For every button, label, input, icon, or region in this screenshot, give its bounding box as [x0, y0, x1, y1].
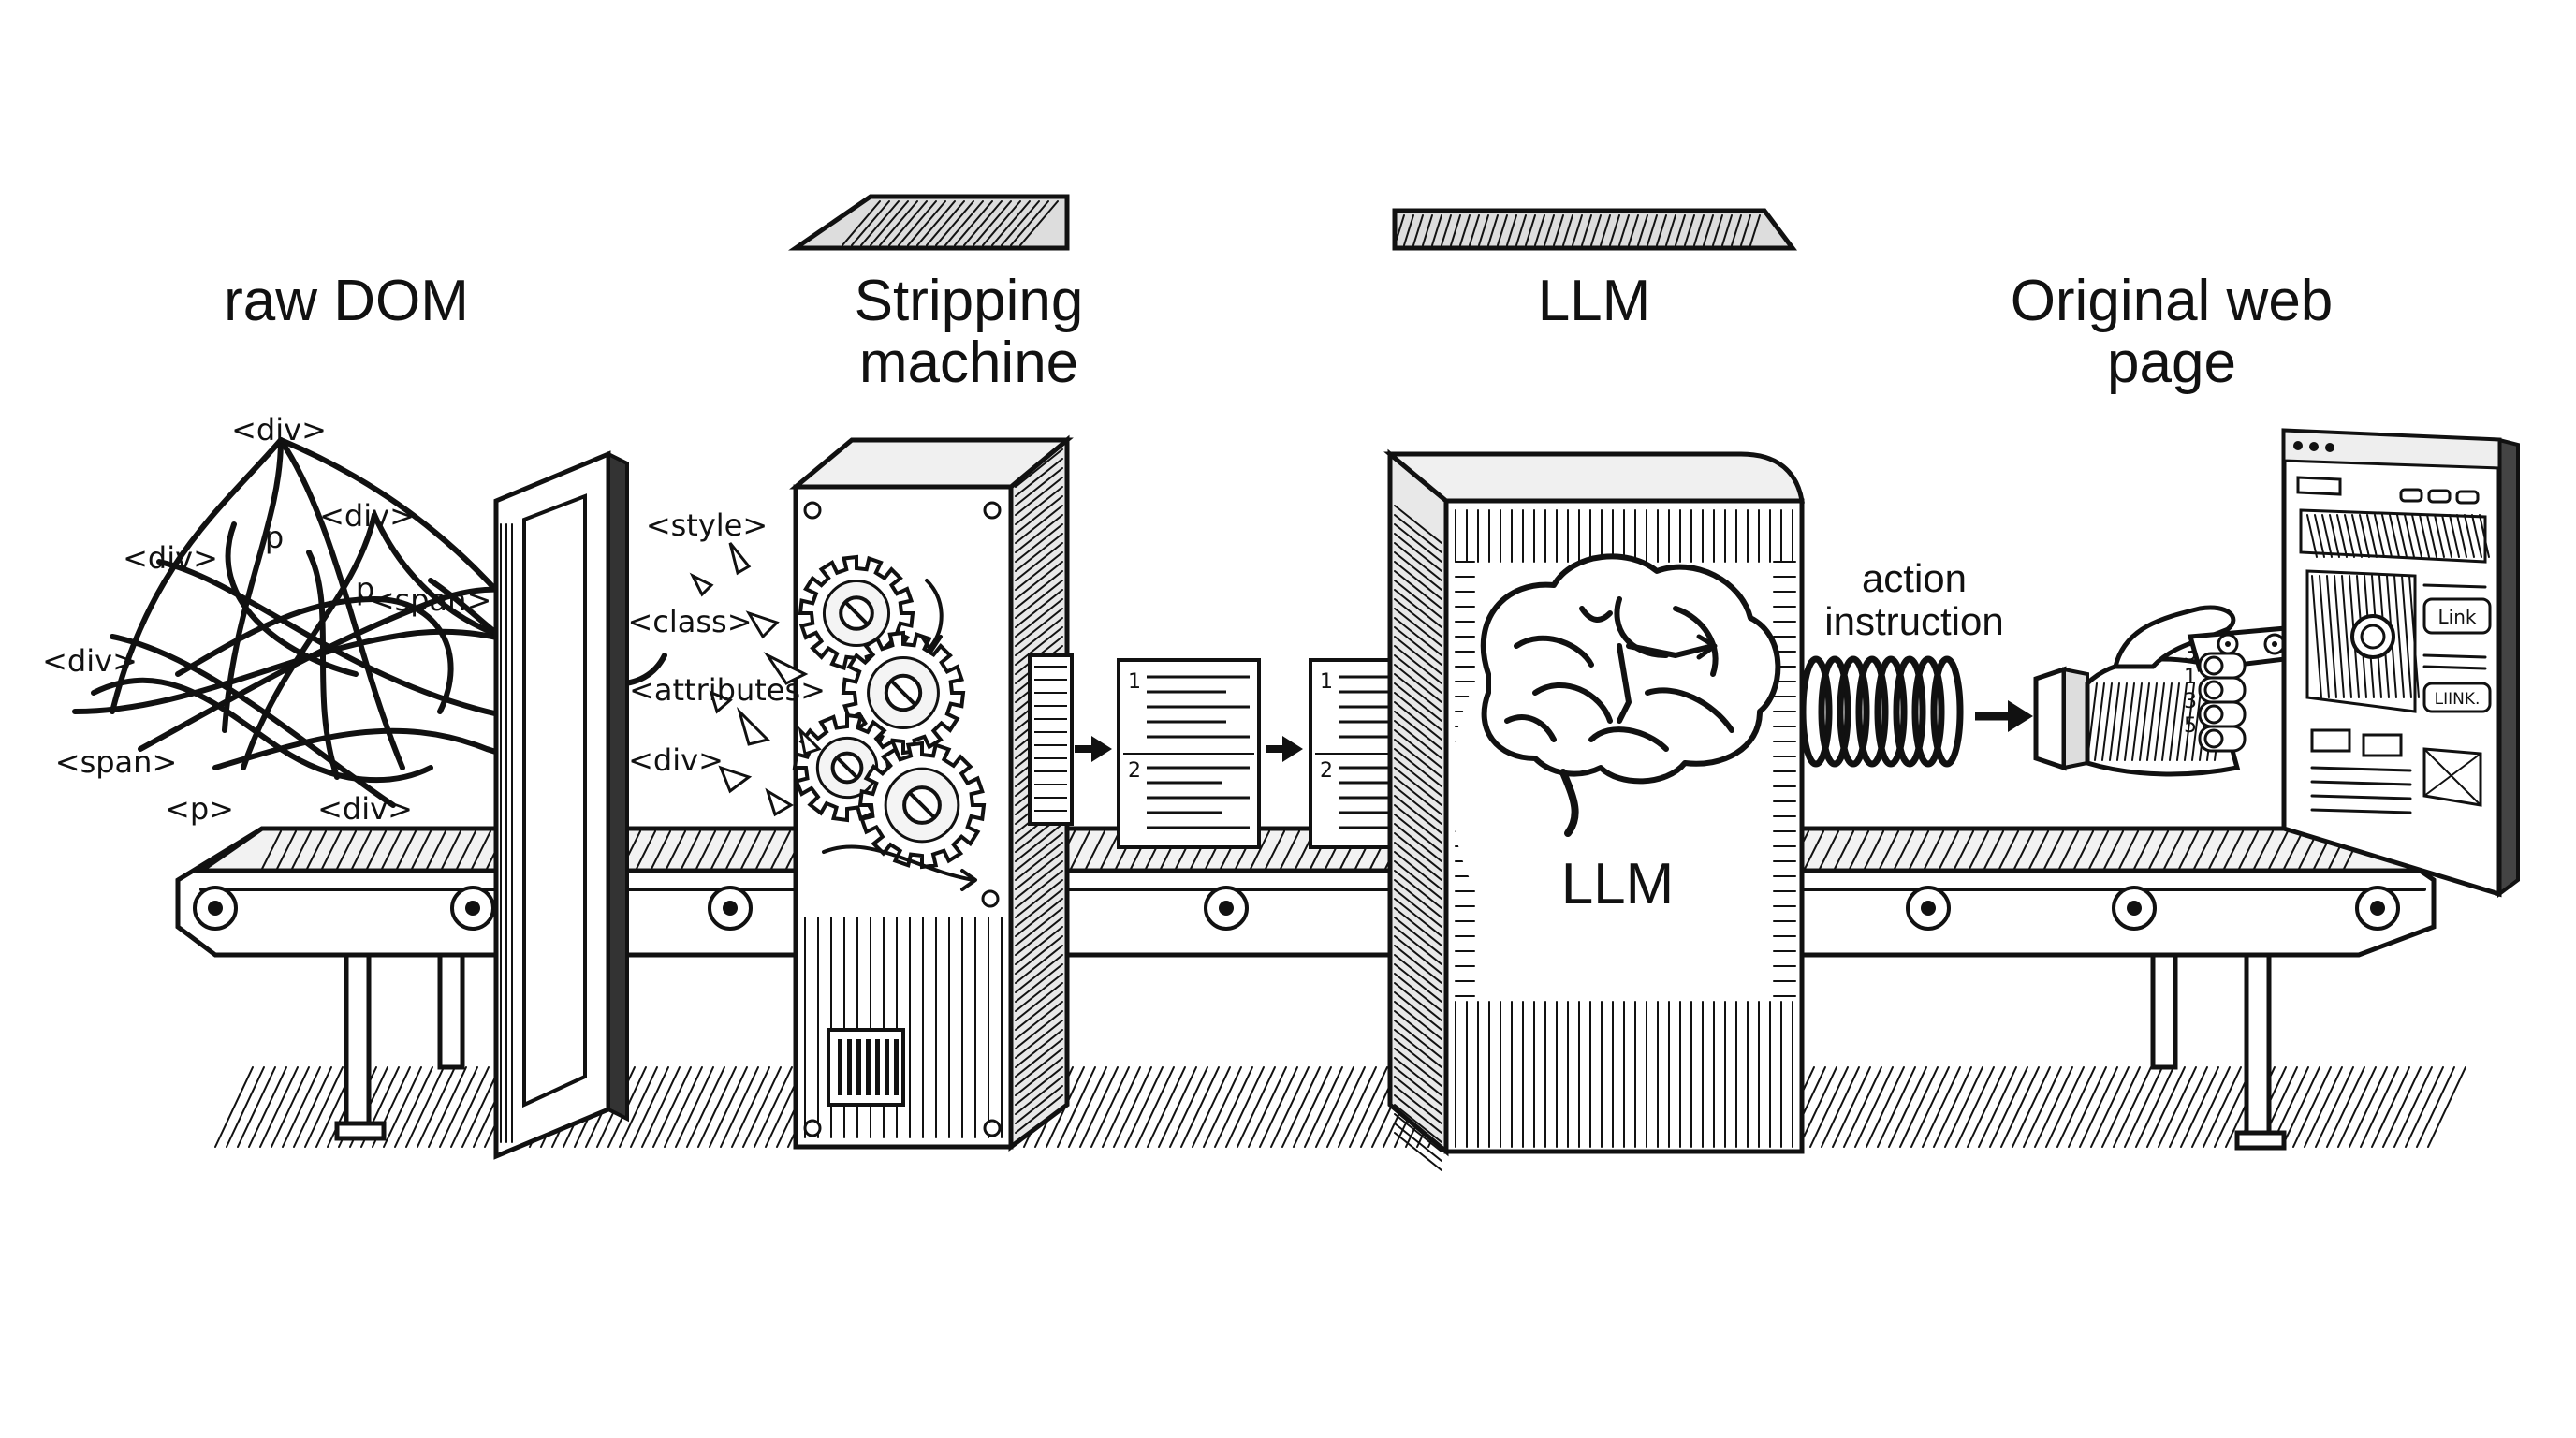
dom-tag: <div> [317, 791, 413, 827]
dom-tag: p [356, 571, 374, 607]
arrow-right-icon [1975, 700, 2033, 732]
dom-tag: <span> [370, 582, 492, 618]
dom-tag: <span> [55, 744, 178, 780]
llm-machine [1383, 208, 1805, 1171]
finger-number: 5 [2184, 714, 2197, 738]
finger-number: 3 [2184, 642, 2197, 666]
llm-box-label: LLM [1561, 852, 1675, 917]
browser-window-icon: Link LIINK. [2281, 428, 2520, 898]
svg-text:1: 1 [1320, 670, 1333, 694]
original-web-page-label-1: Original web [2011, 269, 2334, 333]
dom-tag: <div> [42, 643, 138, 679]
stripping-machine [787, 194, 1074, 1152]
link-button-label: Link [2438, 606, 2477, 628]
gate-frame-icon [493, 450, 629, 1160]
stripping-machine-label-1: Stripping [855, 269, 1084, 333]
svg-text:2: 2 [1320, 759, 1333, 783]
llm-title-label: LLM [1538, 269, 1651, 333]
stripped-fragments [689, 542, 822, 817]
finger-number: 1 [2184, 666, 2197, 689]
stripping-machine-label-2: machine [859, 330, 1078, 395]
action-instruction-label-1: action [1862, 556, 1967, 600]
stripped-tag: <attributes> [629, 672, 826, 708]
dom-tag: <div> [231, 412, 327, 448]
link-button[interactable] [2422, 597, 2492, 635]
dom-tag: <div> [319, 498, 415, 534]
dom-tag: p [265, 520, 284, 555]
action-instruction-label-2: instruction [1824, 599, 2003, 643]
svg-text:2: 2 [1128, 759, 1141, 783]
stripped-tag: <style> [646, 507, 768, 543]
raw-dom-label: raw DOM [224, 269, 469, 333]
stripped-tag: <class> [627, 604, 752, 639]
svg-text:1: 1 [1128, 670, 1141, 694]
finger-number: 3 [2184, 690, 2197, 713]
stripped-tag: <div> [628, 742, 724, 778]
brain-icon [1480, 553, 1781, 837]
spring-icon [1799, 655, 1964, 768]
original-web-page-label-2: page [2107, 330, 2236, 395]
link-button-2-label: LIINK. [2435, 690, 2481, 709]
link-button-2[interactable] [2422, 682, 2492, 713]
dom-tag: <p> [165, 791, 234, 827]
dom-tag: <div> [123, 540, 218, 576]
